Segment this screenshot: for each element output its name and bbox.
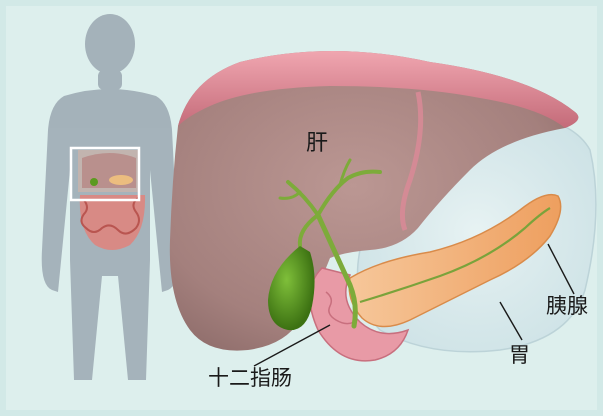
stomach-label: 胃 [509,345,530,366]
duodenum-label: 十二指肠 [208,368,292,389]
pancreas-label: 胰腺 [546,296,588,317]
liver-label: 肝 [306,133,328,155]
